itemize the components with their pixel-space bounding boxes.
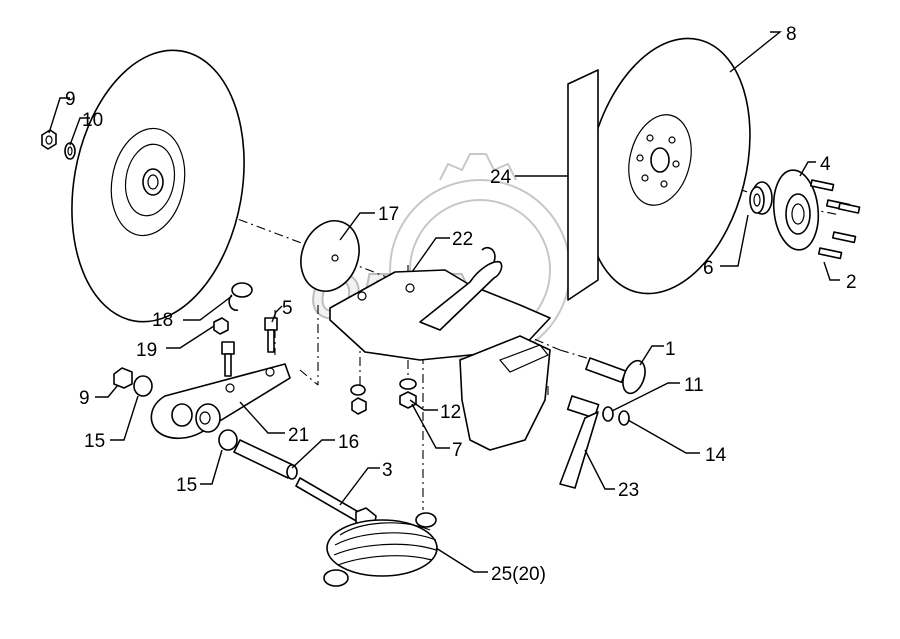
bolt-1 — [585, 357, 646, 395]
callout-5: 5 — [282, 298, 293, 319]
callout-6: 6 — [703, 258, 714, 279]
callout-17: 17 — [378, 204, 399, 225]
bolt-5 — [264, 317, 278, 353]
nuts-12-7 — [350, 378, 417, 415]
callout-4: 4 — [820, 154, 831, 175]
bearing-6 — [749, 181, 773, 215]
bushing-15-bottom — [218, 429, 238, 451]
callout-24: 24 — [490, 167, 512, 188]
washers-11-14 — [602, 406, 630, 426]
hub-4 — [772, 169, 820, 251]
callout-8: 8 — [786, 24, 797, 45]
scraper-arm-23 — [559, 395, 600, 489]
nut-9-bottom — [113, 367, 133, 389]
callout-15-top: 15 — [84, 431, 105, 452]
callout-2: 2 — [846, 272, 857, 293]
callout-9-top: 9 — [65, 89, 76, 110]
callout-14: 14 — [705, 445, 727, 466]
spring-25 — [323, 512, 438, 587]
callout-18: 18 — [152, 310, 173, 331]
cover-plate — [567, 69, 599, 301]
callout-21: 21 — [288, 425, 309, 446]
sleeve-16 — [233, 439, 298, 480]
callout-22: 22 — [452, 229, 473, 250]
callout-3: 3 — [382, 460, 393, 481]
hub-bolts — [809, 179, 861, 260]
bushing-15-top — [133, 375, 153, 397]
callout-11: 11 — [684, 375, 704, 396]
grease-fitting-18-19 — [213, 282, 253, 335]
bolt-5b — [221, 341, 235, 377]
callout-23: 23 — [618, 480, 639, 501]
callout-10: 10 — [82, 110, 103, 131]
callout-16: 16 — [338, 432, 359, 453]
callout-19: 19 — [136, 340, 157, 361]
callout-15-bottom: 15 — [176, 475, 197, 496]
left-disc — [71, 49, 245, 323]
right-disc — [585, 37, 751, 295]
callout-labels: 1 2 3 4 5 6 7 8 9 9 10 11 12 14 15 15 16… — [65, 24, 857, 585]
callout-9-bottom: 9 — [79, 388, 90, 409]
frame-bracket-22 — [329, 246, 551, 361]
washer-10 — [64, 142, 76, 160]
scraper-body — [459, 335, 551, 451]
callout-25: 25(20) — [491, 564, 546, 585]
callout-12: 12 — [440, 402, 461, 423]
callout-7: 7 — [452, 440, 463, 461]
lever-arm-21 — [150, 363, 291, 440]
callout-1: 1 — [665, 339, 676, 360]
leader-lines — [48, 31, 840, 573]
cap-17 — [300, 220, 360, 292]
